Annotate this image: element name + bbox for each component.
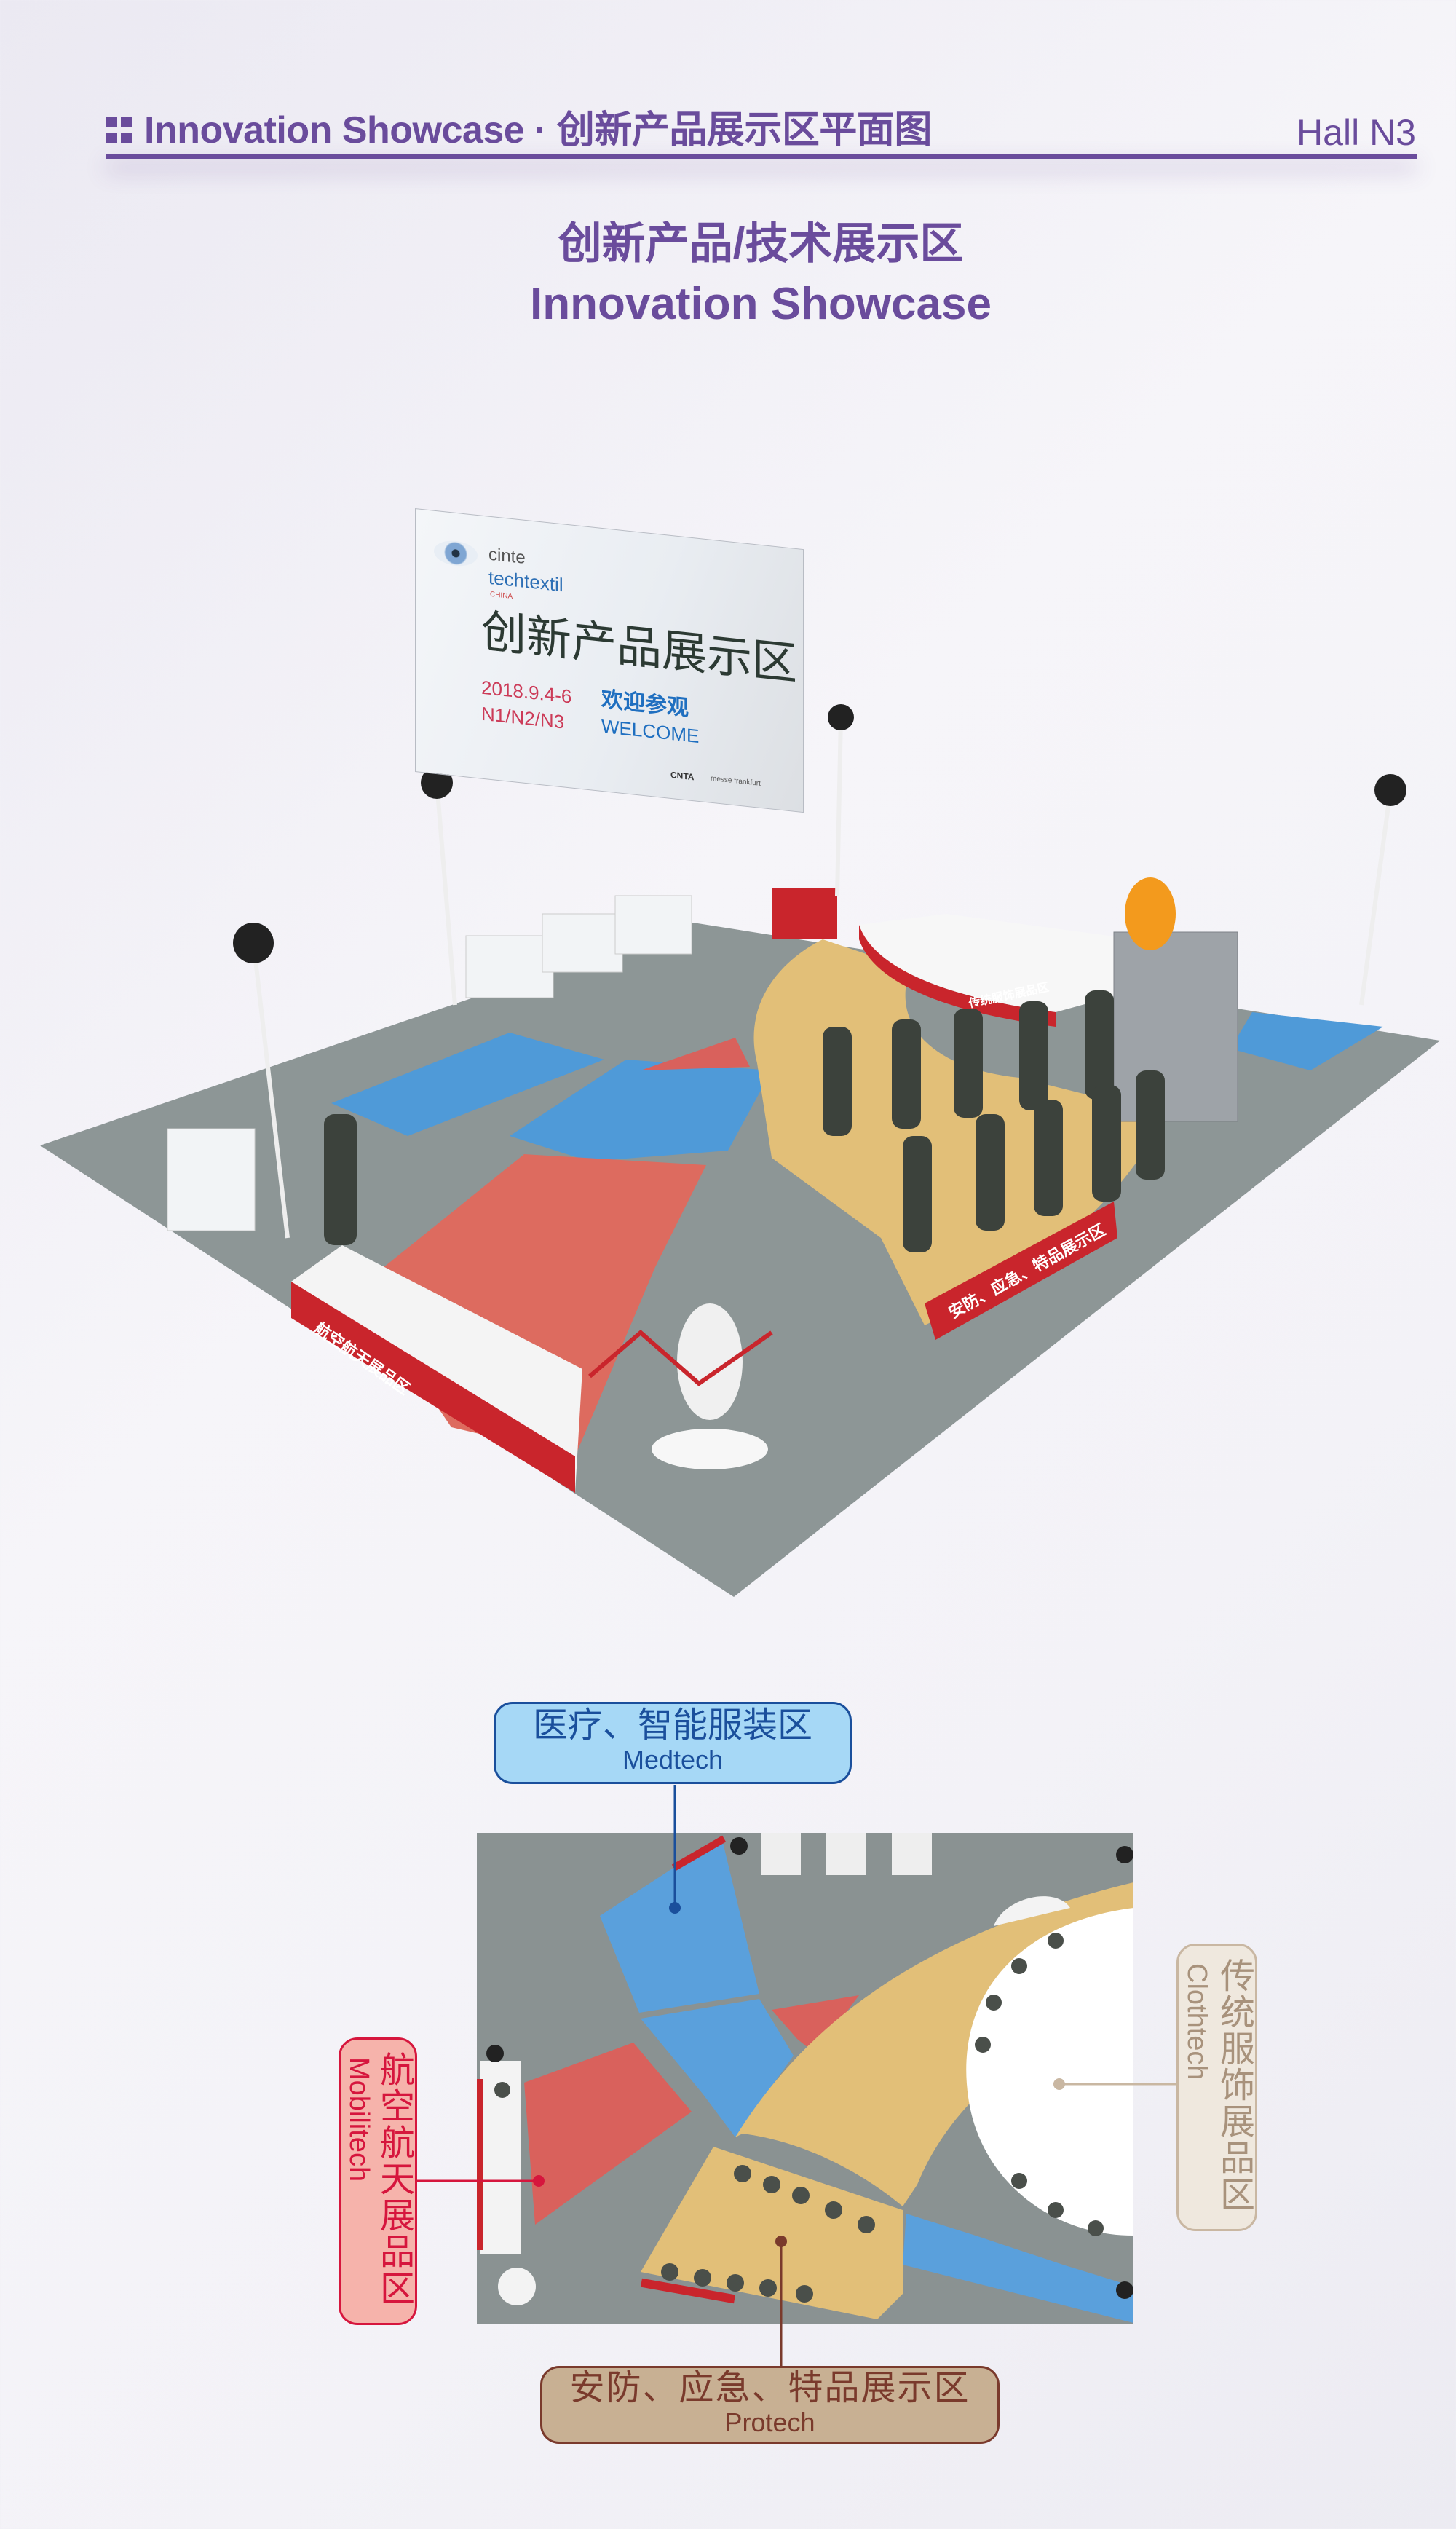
- render-red-pedestal: [772, 888, 837, 939]
- zone-label-en: Mobilitech: [344, 2057, 374, 2182]
- render-carpet-blue-left: [331, 1033, 604, 1136]
- render-light-poles: [253, 717, 1393, 1239]
- zone-label-en: Clothtech: [1182, 1963, 1212, 2080]
- plan-zone-medtech: [600, 1836, 759, 2013]
- render-carpet-red-back: [641, 1038, 750, 1070]
- protech-marker: [775, 2236, 787, 2247]
- render-mobilitech-sign-strip: [291, 1282, 575, 1493]
- plan-display-case: [761, 1833, 801, 1875]
- clothtech-marker: [1053, 2078, 1065, 2090]
- render-display-case: [167, 1128, 256, 1231]
- render-clothtech-stage: [859, 914, 1136, 1012]
- medtech-marker: [669, 1902, 681, 1914]
- plan-protech-sign: [640, 2278, 736, 2304]
- plan-clothtech-display: [994, 1896, 1070, 1926]
- render-display-case: [614, 895, 692, 955]
- render-protech-sign-strip: [925, 1202, 1117, 1340]
- plan-zone-mobilitech: [524, 2043, 692, 2225]
- plan-display-case: [892, 1833, 932, 1875]
- render-spacesuit-base: [652, 1429, 768, 1469]
- zone-label-en: Protech: [724, 2407, 815, 2437]
- render-rope-barrier: [588, 1330, 773, 1386]
- plan-spacesuit-base: [498, 2268, 536, 2305]
- render-fire-icon: [1125, 877, 1176, 950]
- plan-display-case: [826, 1833, 866, 1875]
- zone-label-cn: 航空航天展品区: [374, 2051, 413, 2306]
- render-spacesuit: [677, 1303, 743, 1420]
- render-carpet-blue-right: [1230, 1012, 1383, 1070]
- zone-label-cn: 传统服饰展品区: [1214, 1957, 1253, 2212]
- render-display-case: [542, 913, 623, 973]
- page-title-cn: 创新产品/技术展示区: [558, 219, 964, 268]
- plan-zone-medtech: [641, 1999, 794, 2137]
- page-title-en: Innovation Showcase: [530, 279, 992, 329]
- grid-squares-icon: [106, 117, 135, 147]
- plan-mannequins: [494, 1933, 1104, 2303]
- header-divider: [106, 154, 1417, 159]
- render-carpet-blue-mid: [510, 1060, 772, 1161]
- header-title: Innovation Showcase · 创新产品展示区平面图: [144, 109, 932, 151]
- zone-label-clothtech: 传统服饰展品区 Clothtech: [1176, 1944, 1257, 2231]
- plan-zone-clothtech: [966, 1908, 1133, 2236]
- plan-zone-red-mid: [772, 1995, 859, 2053]
- render-brick-wall: [1113, 931, 1238, 1122]
- zone-label-en: Medtech: [622, 1744, 724, 1775]
- render-mannequins: [324, 990, 1165, 1252]
- plan-spotlight-icon: [486, 1837, 1133, 2299]
- plan-medtech-sign: [671, 1835, 727, 1871]
- zone-label-protech: 安防、应急、特品展示区 Protech: [540, 2366, 1000, 2444]
- plan-mobilitech-sign: [477, 2079, 483, 2250]
- render-carpet-yellow: [753, 939, 1165, 1325]
- hall-label: Hall N3: [1297, 112, 1416, 153]
- zone-label-medtech: 医疗、智能服装区 Medtech: [494, 1702, 852, 1784]
- render-display-case: [465, 935, 554, 998]
- zone-label-cn: 安防、应急、特品展示区: [569, 2369, 970, 2407]
- plan-zone-medtech: [903, 2214, 1133, 2323]
- zone-label-mobilitech: 航空航天展品区 Mobilitech: [339, 2037, 417, 2325]
- mobilitech-marker: [533, 2175, 545, 2187]
- zone-label-cn: 医疗、智能服装区: [532, 1706, 812, 1745]
